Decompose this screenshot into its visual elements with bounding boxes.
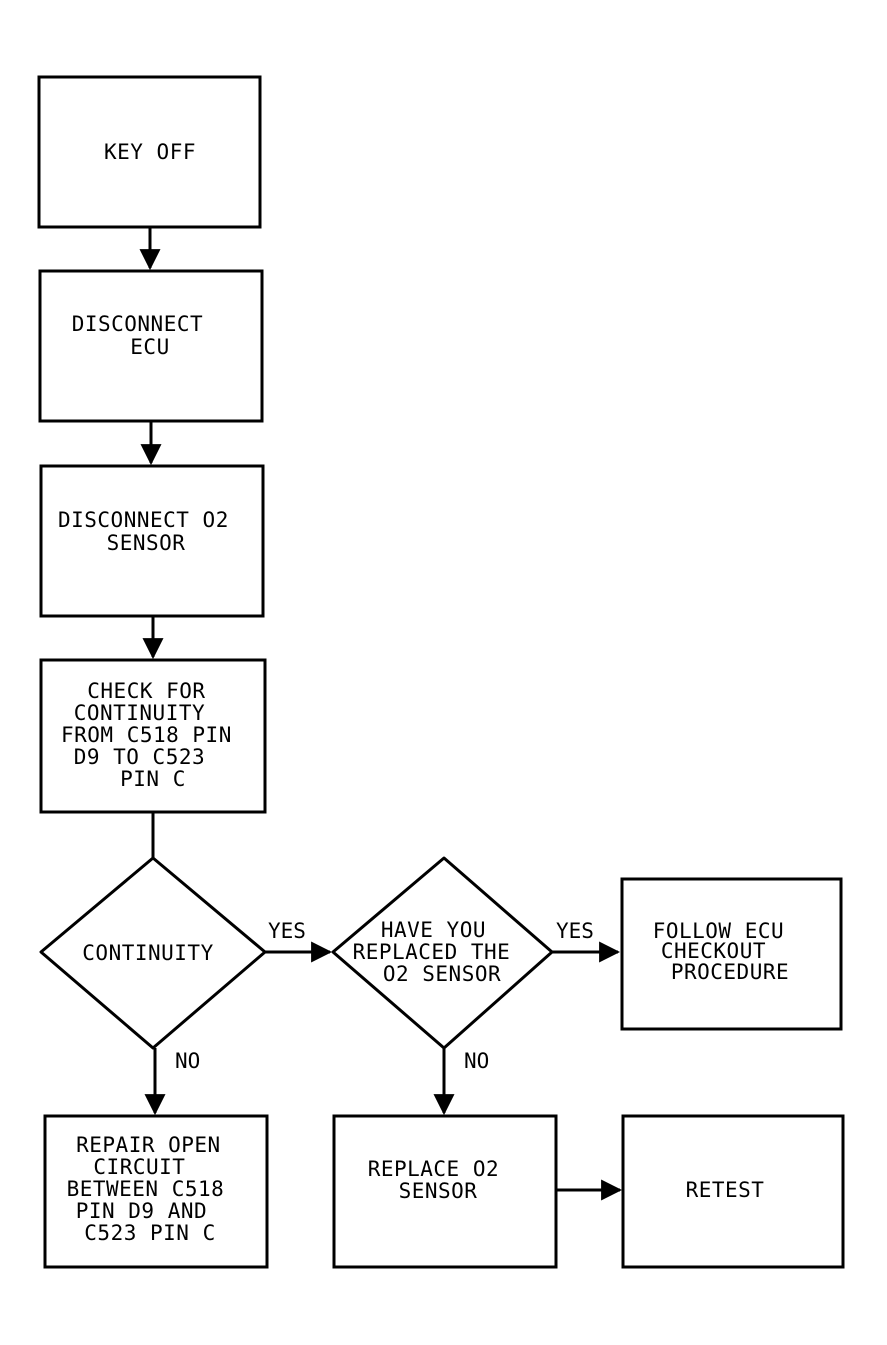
node-key-off: KEY OFF: [37, 75, 262, 229]
svg-text:REPLACE O2 SENSOR: REPLACE O2 SENSOR: [368, 1157, 513, 1203]
process-box: [39, 658, 267, 814]
replaced-yes-label: YES: [556, 919, 594, 943]
node-text-line: CIRCUIT: [93, 1155, 185, 1179]
svg-text:CHECK FOR CONTINUITY: CHECK FOR CONTINUITY FROM C518 PIN D9 TO…: [61, 679, 245, 791]
svg-text:RETEST: RETEST: [686, 1178, 765, 1202]
node-text-line: PIN D9 AND: [76, 1199, 207, 1223]
node-replaced-o2: HAVE YOU REPLACED THE O2 SENSOR: [331, 856, 554, 1050]
svg-text:CONTINUITY: CONTINUITY: [82, 941, 213, 965]
process-box: [621, 1114, 845, 1269]
node-retest: RETEST: [621, 1114, 845, 1269]
node-disconnect-o2: DISCONNECT O2 SENSOR: [39, 464, 265, 618]
node-text-line: BETWEEN C518: [67, 1177, 225, 1201]
node-text-line: PROCEDURE: [671, 960, 789, 984]
node-text-line: FROM C518 PIN: [61, 723, 232, 747]
svg-text:KEY OFF: KEY OFF: [104, 140, 196, 164]
node-text-line: SENSOR: [107, 531, 186, 555]
continuity-no-label: NO: [175, 1049, 200, 1073]
svg-text:FOLLOW ECU CHECKOUT: FOLLOW ECU CHECKOUT PROCEDURE: [653, 919, 798, 984]
node-text-line: HAVE YOU: [381, 918, 486, 942]
decision-diamond: [39, 856, 267, 1050]
process-box: [37, 75, 262, 229]
node-text-line: RETEST: [686, 1178, 765, 1202]
process-box: [332, 1114, 558, 1269]
svg-text:REPAIR OPEN CIRCUIT: REPAIR OPEN CIRCUIT BETWEEN C518 PIN D9 …: [67, 1133, 238, 1245]
process-box: [38, 269, 264, 423]
node-replace-o2: REPLACE O2 SENSOR: [332, 1114, 558, 1269]
node-text-line: CHECK FOR: [87, 679, 205, 703]
node-text-line: KEY OFF: [104, 140, 196, 164]
svg-text:HAVE YOU REPLACED THE: HAVE YOU REPLACED THE O2 SENSOR: [353, 918, 524, 986]
node-disconnect-ecu: DISCONNECT ECU: [38, 269, 264, 423]
node-text-line: DISCONNECT O2: [58, 508, 229, 532]
node-text-line: CHECKOUT: [661, 939, 766, 963]
node-text-line: FOLLOW ECU: [653, 919, 784, 943]
node-follow-ecu: FOLLOW ECU CHECKOUT PROCEDURE: [620, 877, 843, 1031]
node-text-line: ECU: [130, 335, 169, 359]
svg-text:DISCONNECT O2 SENSOR: DISCONNECT O2 SENSOR: [58, 508, 242, 555]
process-box: [620, 877, 843, 1031]
node-text-line: SENSOR: [399, 1179, 478, 1203]
node-text-line: O2 SENSOR: [383, 962, 501, 986]
node-text-line: PIN C: [120, 767, 186, 791]
node-text-line: CONTINUITY: [74, 701, 205, 725]
process-box: [39, 464, 265, 618]
node-continuity: CONTINUITY: [39, 856, 267, 1050]
svg-text:DISCONNECT ECU: DISCONNECT ECU: [72, 312, 217, 359]
node-check-continuity: CHECK FOR CONTINUITY FROM C518 PIN D9 TO…: [39, 658, 267, 814]
node-text-line: REPLACED THE: [353, 940, 511, 964]
node-text-line: REPLACE O2: [368, 1157, 499, 1181]
node-text-line: REPAIR OPEN: [76, 1133, 221, 1157]
node-text-line: CONTINUITY: [82, 941, 213, 965]
continuity-yes-label: YES: [268, 919, 306, 943]
replaced-no-label: NO: [464, 1049, 489, 1073]
node-text-line: D9 TO C523: [74, 745, 205, 769]
connectors: [139, 227, 623, 1201]
decision-diamond: [331, 856, 554, 1050]
node-text-line: C523 PIN C: [84, 1221, 215, 1245]
node-repair-open: REPAIR OPEN CIRCUIT BETWEEN C518 PIN D9 …: [43, 1114, 269, 1269]
process-box: [43, 1114, 269, 1269]
node-text-line: DISCONNECT: [72, 312, 203, 336]
